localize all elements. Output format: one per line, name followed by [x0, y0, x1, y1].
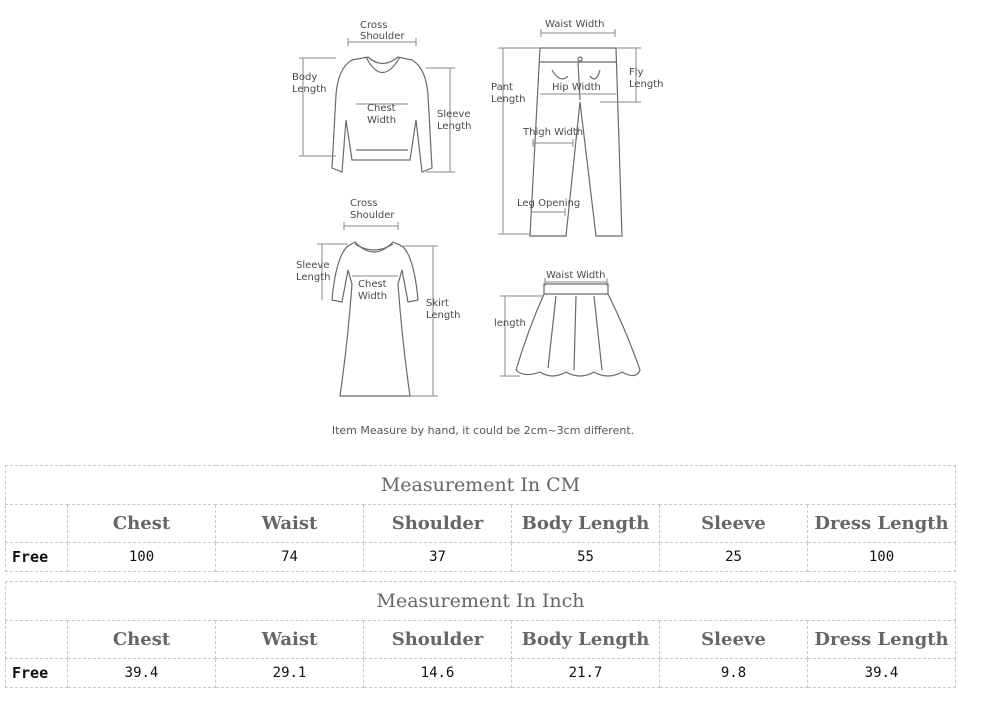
pants-illustration [529, 47, 623, 237]
dress-illustration [331, 241, 419, 397]
table-cell: 14.6 [363, 658, 512, 688]
skirt-length-arrow [500, 295, 544, 377]
column-header: Dress Length [807, 620, 956, 659]
sweater-sleeve-length-label-2: Length [437, 121, 472, 132]
column-header: Waist [215, 620, 364, 659]
column-header: Waist [215, 504, 364, 543]
skirt-waist-width-label: Waist Width [546, 270, 606, 281]
measurement-table-inch: Measurement In Inch Chest Waist Shoulder… [5, 581, 956, 688]
column-header: Sleeve [659, 620, 808, 659]
header-empty-cell [5, 504, 68, 543]
measurement-diagram: Cross Shoulder Body Length Chest Width S… [292, 19, 664, 397]
table-cell: 100 [807, 542, 956, 572]
table-cell: 55 [511, 542, 660, 572]
table-cell: 9.8 [659, 658, 808, 688]
dress-cross-shoulder-arrow [343, 222, 399, 230]
measurement-note: Item Measure by hand, it could be 2cm~3c… [331, 424, 635, 437]
header-empty-cell [5, 620, 68, 659]
table-title: Measurement In CM [5, 465, 956, 505]
pants-fly-length-label-2: Length [629, 79, 664, 90]
sweater-cross-shoulder-arrow [347, 38, 417, 46]
pants-fly-length-arrow [600, 47, 641, 103]
pants-waist-width-arrow [540, 29, 616, 37]
table-cell: 100 [67, 542, 216, 572]
sweater-sleeve-length-label: Sleeve [437, 109, 471, 120]
column-header: Shoulder [363, 504, 512, 543]
column-header: Body Length [511, 620, 660, 659]
column-header: Chest [67, 620, 216, 659]
sweater-body-length-label-2: Length [292, 84, 327, 95]
pants-hip-width-label: Hip Width [552, 82, 601, 93]
sweater-sleeve-length-arrow [426, 67, 455, 173]
column-header: Chest [67, 504, 216, 543]
dress-skirt-length-label-2: Length [426, 310, 461, 321]
dress-chest-width-label: Chest [358, 279, 387, 290]
column-header: Sleeve [659, 504, 808, 543]
table-cell: 39.4 [67, 658, 216, 688]
dress-skirt-length-arrow [400, 245, 438, 397]
column-header: Shoulder [363, 620, 512, 659]
pants-leg-opening-label: Leg Opening [517, 198, 580, 209]
pants-thigh-width-arrow [532, 139, 574, 147]
sweater-body-length-label: Body [292, 72, 317, 83]
sweater-chest-width-label: Chest [367, 103, 396, 114]
row-label: Free [5, 658, 68, 688]
sweater-illustration [331, 56, 433, 173]
pants-thigh-width-label: Thigh Width [522, 127, 583, 138]
column-header: Dress Length [807, 504, 956, 543]
dress-cross-shoulder-label-2: Shoulder [350, 210, 395, 221]
dress-chest-width-label-2: Width [358, 291, 387, 302]
table-title: Measurement In Inch [5, 581, 956, 621]
skirt-length-label: length [494, 318, 526, 329]
pants-pant-length-label-2: Length [491, 94, 526, 105]
sweater-chest-width-label-2: Width [367, 115, 396, 126]
measurement-table-cm: Measurement In CM Chest Waist Shoulder B… [5, 465, 956, 572]
table-cell: 21.7 [511, 658, 660, 688]
pants-leg-opening-arrow [530, 208, 566, 216]
dress-sleeve-length-arrow [317, 243, 348, 300]
table-cell: 39.4 [807, 658, 956, 688]
sweater-cross-shoulder-label: Cross [360, 20, 387, 31]
pants-waist-width-label: Waist Width [545, 19, 605, 30]
sweater-body-length-arrow [299, 57, 336, 157]
table-row: Free 39.4 29.1 14.6 21.7 9.8 39.4 [5, 658, 956, 688]
pants-pant-length-arrow [498, 47, 540, 235]
pants-pant-length-label: Pant [491, 82, 513, 93]
table-cell: 29.1 [215, 658, 364, 688]
pants-fly-length-label: Fly [629, 67, 644, 78]
dress-skirt-length-label: Skirt [426, 298, 449, 309]
sweater-cross-shoulder-label-2: Shoulder [360, 31, 405, 42]
dress-sleeve-length-label-2: Length [296, 272, 331, 283]
skirt-waist-width-arrow [544, 278, 608, 286]
row-label: Free [5, 542, 68, 572]
table-cell: 25 [659, 542, 808, 572]
table-cell: 74 [215, 542, 364, 572]
dress-cross-shoulder-label: Cross [350, 198, 377, 209]
skirt-illustration [515, 283, 641, 377]
dress-sleeve-length-label: Sleeve [296, 260, 330, 271]
table-cell: 37 [363, 542, 512, 572]
column-header: Body Length [511, 504, 660, 543]
table-row: Free 100 74 37 55 25 100 [5, 542, 956, 572]
